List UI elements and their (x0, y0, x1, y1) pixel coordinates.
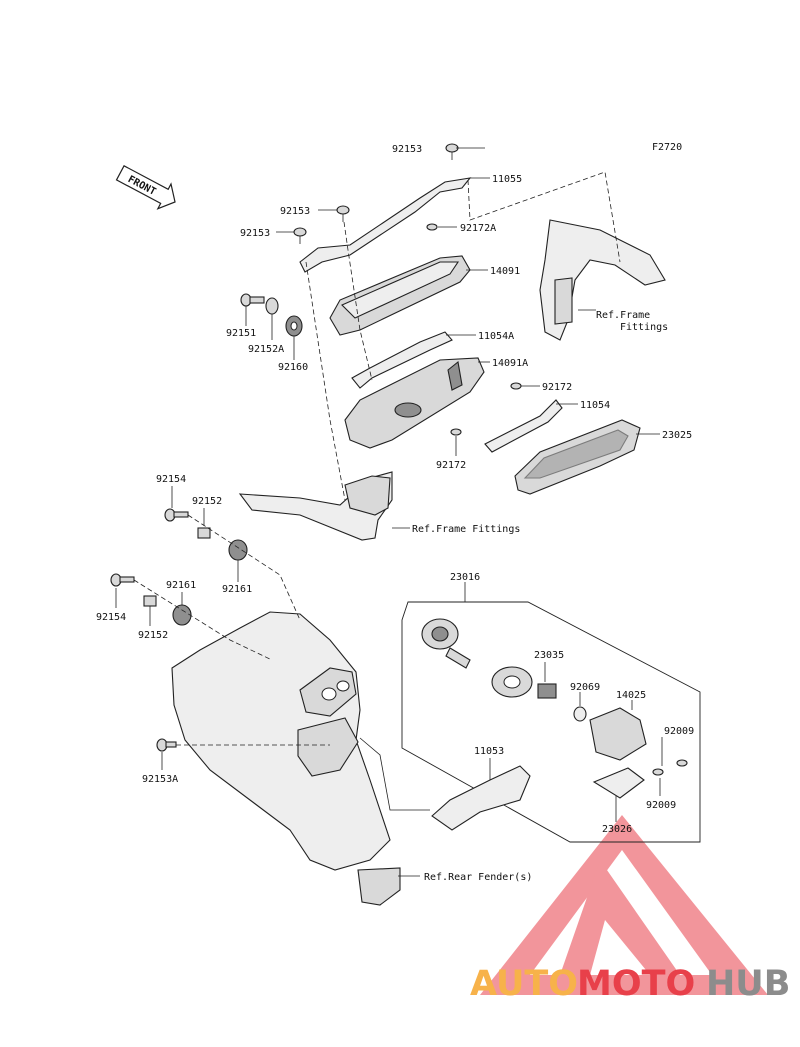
label-11054A: 11054A (478, 331, 514, 342)
label-92152-b: 92152 (138, 630, 168, 641)
bracket-11053 (431, 765, 531, 831)
label-92009-b: 92009 (646, 800, 676, 811)
label-23025: 23025 (662, 430, 692, 441)
grommet-92161-a (228, 539, 248, 561)
screw-92009-b (652, 768, 664, 776)
label-ref-rear-fender: Ref.Rear Fender(s) (424, 872, 532, 883)
bulb-92069 (573, 706, 587, 722)
screw-92172-b (450, 428, 462, 436)
leader-lines (115, 147, 663, 877)
label-14025: 14025 (616, 690, 646, 701)
figure-code: F2720 (652, 142, 682, 153)
label-92160: 92160 (278, 362, 308, 373)
bolt-92154-a (164, 508, 189, 522)
grommet-92160 (285, 315, 303, 337)
base-hole (394, 402, 422, 418)
part-labels: 92153 11055 92153 92153 92172A 14091 921… (96, 144, 694, 883)
label-23016: 23016 (450, 572, 480, 583)
label-23035: 23035 (534, 650, 564, 661)
label-92172-b: 92172 (436, 460, 466, 471)
bolt-92154-b (110, 573, 135, 587)
label-ref-frame-2: Ref.Frame Fittings (412, 524, 520, 535)
label-92161-a: 92161 (166, 580, 196, 591)
lamp-housing-23016 (421, 618, 471, 669)
bracket-11054 (484, 399, 563, 453)
label-23026: 23026 (602, 824, 632, 835)
watermark-auto: AUTO (470, 964, 578, 1004)
screw-92153-low (293, 227, 307, 244)
label-92152A: 92152A (248, 344, 284, 355)
base-14091A (344, 357, 485, 449)
label-92069: 92069 (570, 682, 600, 693)
screw-92009-a (676, 759, 688, 767)
socket-23035 (491, 666, 557, 699)
screw-92172-a (510, 382, 522, 390)
label-92153-mid: 92153 (280, 206, 310, 217)
label-92151: 92151 (226, 328, 256, 339)
label-92009-a: 92009 (664, 726, 694, 737)
label-11053: 11053 (474, 746, 504, 757)
label-14091A: 14091A (492, 358, 528, 369)
screw-92172A (426, 223, 438, 231)
gasket-23026 (592, 767, 645, 799)
label-92152-a: 92152 (192, 496, 222, 507)
bracket-11055 (299, 177, 472, 273)
label-92153-top: 92153 (392, 144, 422, 155)
bracket-11054A (351, 331, 453, 389)
screw-92153-mid (336, 205, 350, 222)
bolt-92151 (240, 293, 265, 307)
label-92172A: 92172A (460, 223, 496, 234)
label-92154-b: 92154 (96, 612, 126, 623)
label-11055: 11055 (492, 174, 522, 185)
label-ref-frame-1a: Ref.Frame (596, 310, 650, 321)
label-92153A: 92153A (142, 774, 178, 785)
lens-14025 (589, 707, 647, 761)
watermark-text: AUTO MOTO HUB (470, 964, 790, 1004)
collar-92152-a (197, 527, 211, 539)
label-92161-b: 92161 (222, 584, 252, 595)
label-ref-frame-1b: Fittings (620, 322, 668, 333)
collar-92152-b (143, 595, 157, 607)
label-14091: 14091 (490, 266, 520, 277)
watermark-logo (480, 815, 768, 995)
front-arrow-icon: FRONT (115, 164, 176, 210)
grommet-92161-b (172, 604, 192, 626)
label-92172-a: 92172 (542, 382, 572, 393)
label-92154-a: 92154 (156, 474, 186, 485)
screw-92153A (156, 738, 177, 752)
watermark-hub: HUB (706, 964, 790, 1004)
label-11054: 11054 (580, 400, 610, 411)
watermark-moto: MOTO (577, 964, 695, 1004)
collar-92152A (265, 297, 279, 315)
frame-fitting-right (539, 219, 666, 341)
screw-92153-top (445, 143, 459, 160)
label-92153-low: 92153 (240, 228, 270, 239)
